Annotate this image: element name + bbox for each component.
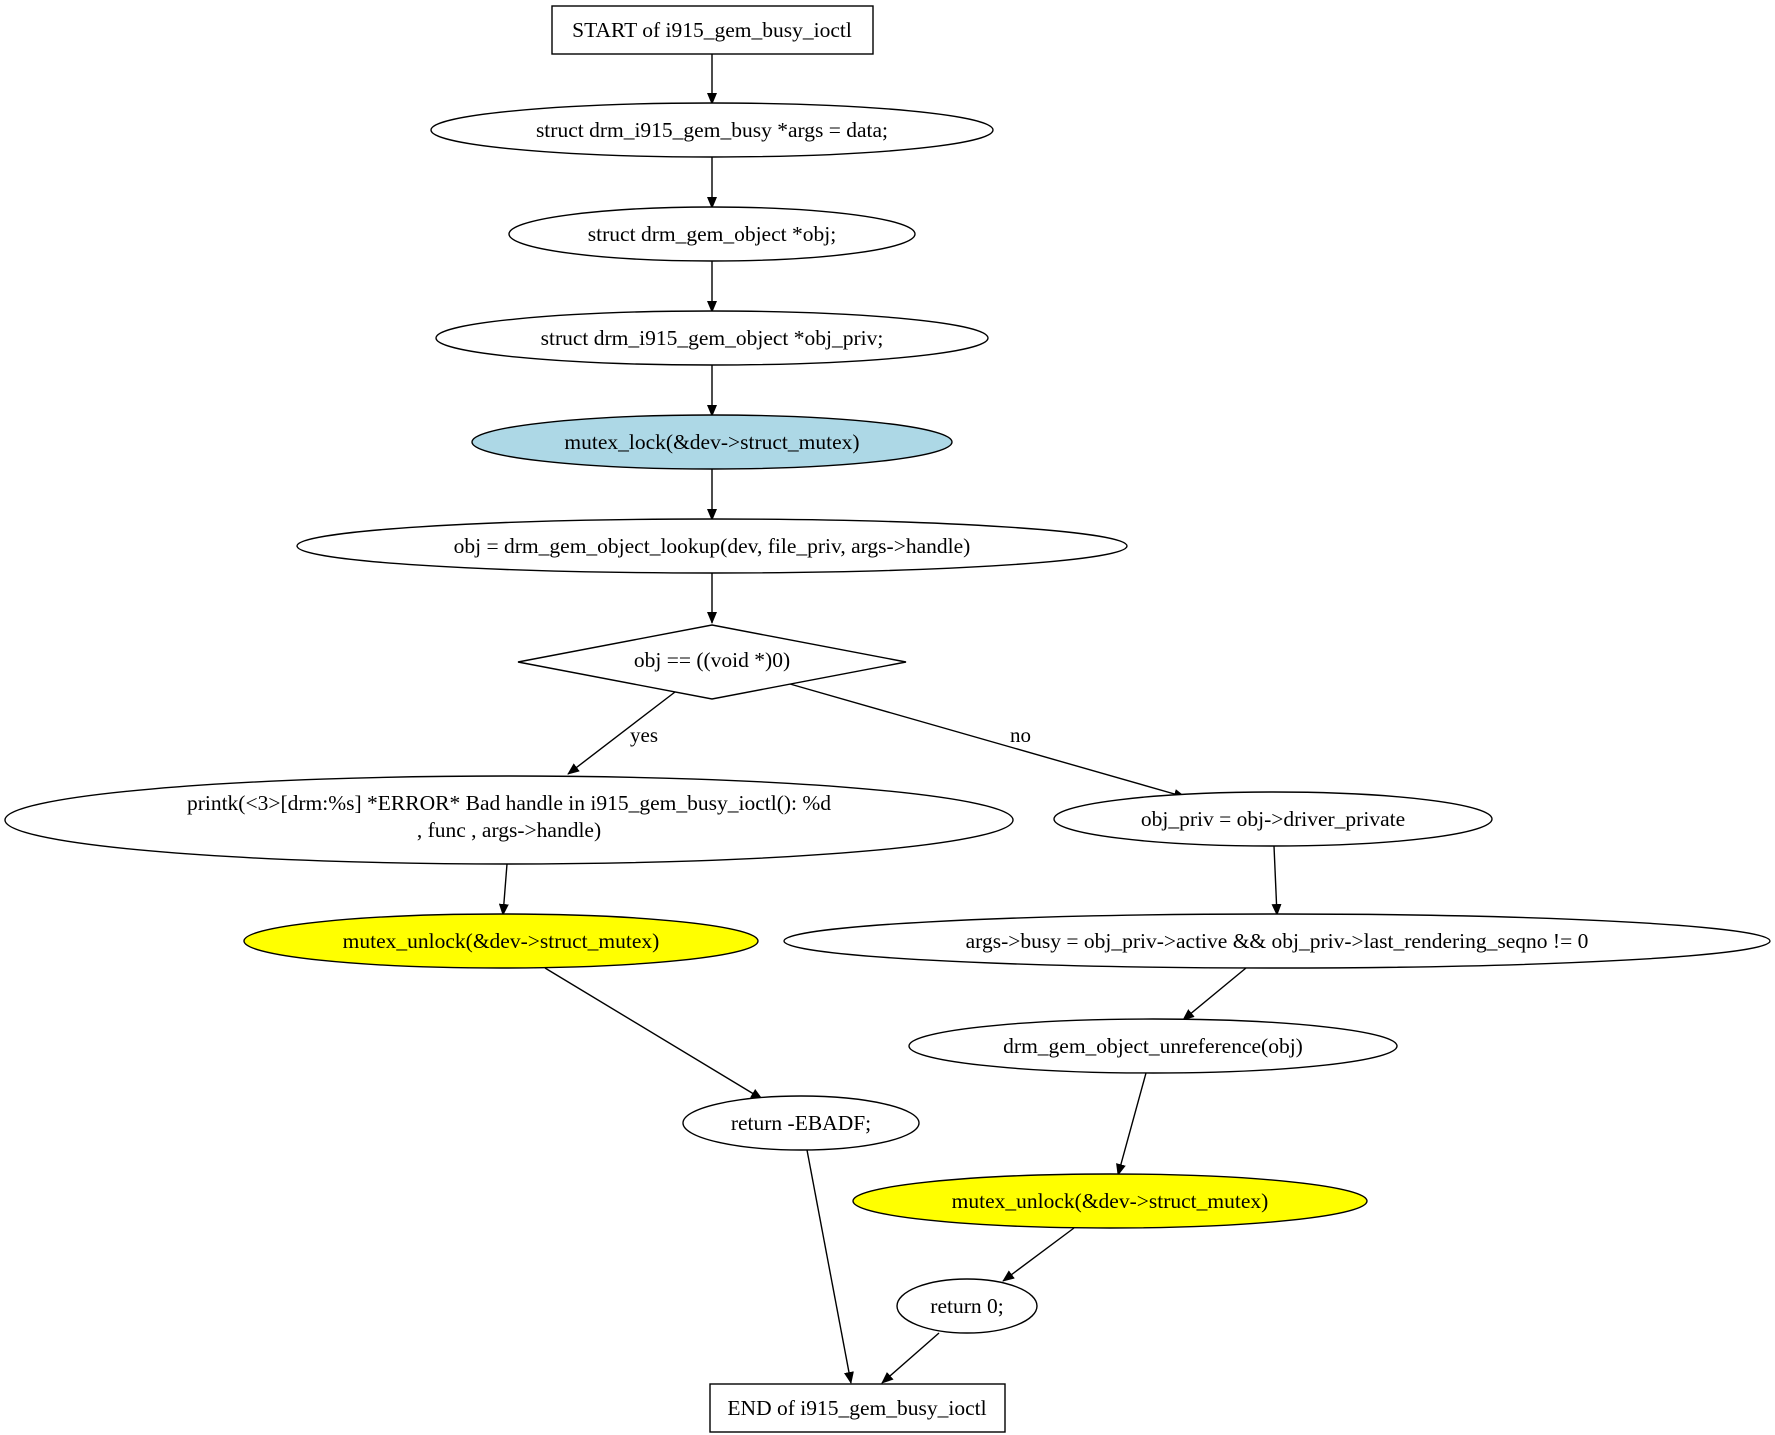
return-zero-ellipse (896, 1278, 1038, 1334)
return-ebadf-label: return -EBADF; (731, 1111, 871, 1135)
edge-unlock-to-ebadf (544, 967, 763, 1100)
unreference-ellipse (908, 1018, 1398, 1074)
obj-priv-decl-ellipse (435, 310, 989, 366)
busy-assign-label: args->busy = obj_priv->active && obj_pri… (966, 929, 1589, 953)
edge-check-no (789, 683, 1186, 799)
edge-printk-to-unlock (498, 863, 509, 916)
mutex-lock-label: mutex_lock(&dev->struct_mutex) (564, 430, 859, 454)
edge-label-yes: yes (630, 723, 658, 747)
node-return-zero: return 0; (896, 1278, 1038, 1334)
node-end: END of i915_gem_busy_ioctl (709, 1383, 1006, 1433)
edge-return0-to-end (881, 1332, 940, 1384)
printk-label-line1: printk(<3>[drm:%s] *ERROR* Bad handle in… (187, 791, 831, 815)
obj-priv-decl-label: struct drm_i915_gem_object *obj_priv; (541, 326, 884, 350)
unreference-label: drm_gem_object_unreference(obj) (1003, 1034, 1303, 1058)
lookup-label: obj = drm_gem_object_lookup(dev, file_pr… (454, 534, 971, 558)
node-busy-assign: args->busy = obj_priv->active && obj_pri… (783, 913, 1771, 969)
return-zero-label: return 0; (930, 1294, 1003, 1318)
node-mutex-lock: mutex_lock(&dev->struct_mutex) (471, 414, 953, 470)
start-box (551, 5, 874, 55)
node-return-ebadf: return -EBADF; (682, 1095, 920, 1151)
null-check-label: obj == ((void *)0) (634, 648, 790, 672)
obj-decl-ellipse (508, 206, 916, 262)
node-unlock-error: mutex_unlock(&dev->struct_mutex) (243, 913, 759, 969)
edge-unlock-to-return0 (1002, 1227, 1075, 1282)
node-printk: printk(<3>[drm:%s] *ERROR* Bad handle in… (4, 775, 1014, 865)
null-check-diamond (517, 624, 907, 700)
node-unreference: drm_gem_object_unreference(obj) (908, 1018, 1398, 1074)
args-decl-ellipse (430, 102, 994, 158)
obj-priv-assign-label: obj_priv = obj->driver_private (1141, 807, 1405, 831)
start-label: START of i915_gem_busy_ioctl (572, 18, 852, 42)
node-args-decl: struct drm_i915_gem_busy *args = data; (430, 102, 994, 158)
mutex-lock-ellipse (471, 414, 953, 470)
node-null-check: obj == ((void *)0) (517, 624, 907, 700)
edge-busy-to-unref (1182, 967, 1247, 1021)
obj-decl-label: struct drm_gem_object *obj; (588, 222, 836, 246)
printk-ellipse (4, 775, 1014, 865)
printk-label-line2: , func , args->handle) (417, 818, 601, 842)
busy-assign-ellipse (783, 913, 1771, 969)
unlock-error-label: mutex_unlock(&dev->struct_mutex) (343, 929, 660, 953)
node-start: START of i915_gem_busy_ioctl (551, 5, 874, 55)
unlock-error-ellipse (243, 913, 759, 969)
unlock-ok-ellipse (852, 1173, 1368, 1229)
edges (498, 54, 1282, 1384)
edge-label-no: no (1010, 723, 1031, 747)
lookup-ellipse (296, 518, 1128, 574)
end-box (709, 1383, 1006, 1433)
return-ebadf-ellipse (682, 1095, 920, 1151)
unlock-ok-label: mutex_unlock(&dev->struct_mutex) (952, 1189, 1269, 1213)
node-obj-priv-assign: obj_priv = obj->driver_private (1053, 791, 1493, 847)
edge-unref-to-unlock (1116, 1072, 1147, 1176)
node-obj-decl: struct drm_gem_object *obj; (508, 206, 916, 262)
node-lookup: obj = drm_gem_object_lookup(dev, file_pr… (296, 518, 1128, 574)
edge-ebadf-to-end (806, 1149, 854, 1384)
obj-priv-assign-ellipse (1053, 791, 1493, 847)
edge-objpriv-to-busy (1271, 845, 1282, 916)
node-unlock-ok: mutex_unlock(&dev->struct_mutex) (852, 1173, 1368, 1229)
node-obj-priv-decl: struct drm_i915_gem_object *obj_priv; (435, 310, 989, 366)
edge-check-yes (567, 691, 676, 775)
end-label: END of i915_gem_busy_ioctl (727, 1396, 986, 1420)
args-decl-label: struct drm_i915_gem_busy *args = data; (536, 118, 888, 142)
